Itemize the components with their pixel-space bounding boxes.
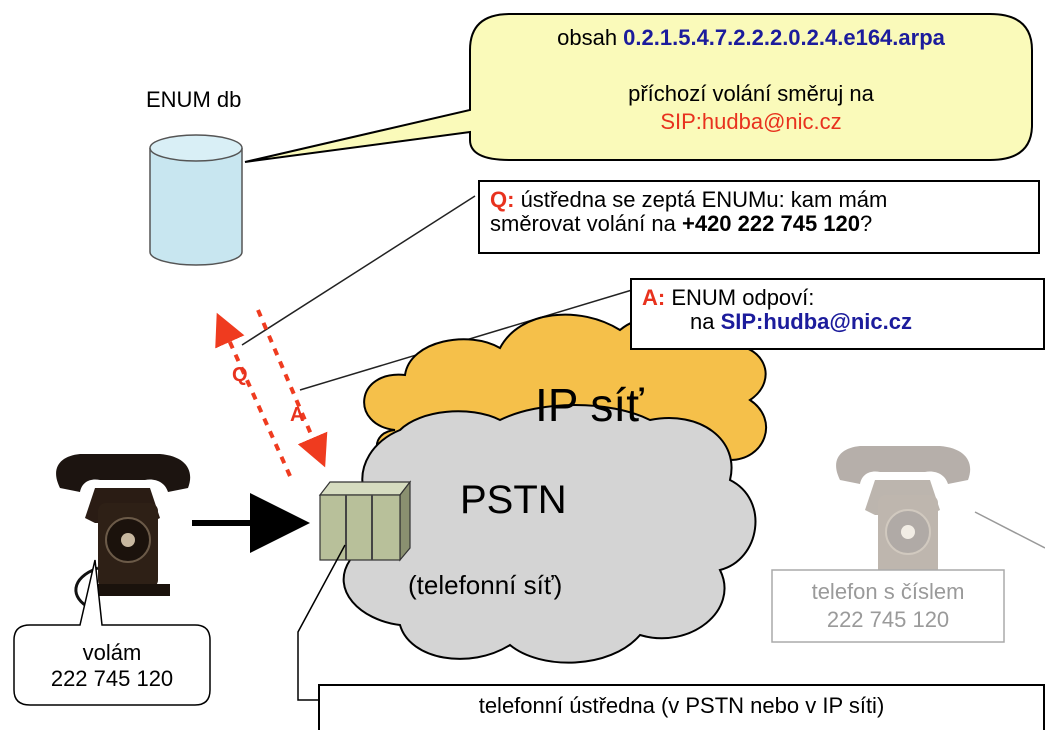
caller-callout [13, 559, 211, 706]
question-marker: Q: [490, 187, 515, 212]
query-arrow [215, 312, 292, 477]
answer-box: A: ENUM odpoví: na SIP:hudba@nic.cz [630, 278, 1045, 350]
question-text1: ústředna se zeptá ENUMu: kam mám [514, 187, 888, 212]
callee-line1: telefon s číslem [811, 579, 965, 604]
callee-label: telefon s číslem 222 745 120 [772, 578, 1004, 634]
question-text2: směrovat volání na [490, 211, 682, 236]
exchange-label-box: telefonní ústředna (v PSTN nebo v IP sít… [318, 684, 1045, 730]
pstn-sublabel: (telefonní síť) [408, 570, 563, 600]
caller-line1: volám [82, 640, 142, 665]
bubble-line1: obsah 0.2.1.5.4.7.2.2.2.0.2.4.e164.arpa [470, 24, 1032, 52]
callee-label-box [771, 569, 1005, 643]
bubble-prefix: obsah [557, 25, 624, 50]
question-line2: směrovat volání na +420 222 745 120? [490, 212, 1028, 236]
exchange-bracket [297, 544, 346, 701]
answer-text2: na [690, 309, 721, 334]
answer-sip-uri: SIP:hudba@nic.cz [720, 309, 912, 334]
pstn-label: PSTN [460, 478, 567, 522]
ip-network-label: IP síť [535, 379, 644, 431]
caller-phone-icon [56, 454, 191, 610]
enum-database-icon [149, 134, 243, 266]
question-suffix: ? [860, 211, 873, 236]
query-arrow-label: Q [232, 364, 248, 386]
answer-marker: A: [642, 285, 666, 310]
answer-line2: na SIP:hudba@nic.cz [642, 310, 1033, 334]
question-leader-line [241, 195, 476, 346]
callee-connector [974, 511, 1045, 549]
caller-label: volám 222 745 120 [14, 640, 210, 692]
answer-text1: ENUM odpoví: [665, 285, 815, 310]
callee-number: 222 745 120 [826, 607, 950, 632]
bubble-content: obsah 0.2.1.5.4.7.2.2.2.0.2.4.e164.arpa … [470, 24, 1032, 136]
caller-number: 222 745 120 [50, 666, 174, 691]
exchange-label: telefonní ústředna (v PSTN nebo v IP sít… [478, 693, 885, 718]
question-box: Q: ústředna se zeptá ENUMu: kam mám směr… [478, 180, 1040, 254]
answer-arrow [256, 309, 328, 468]
question-line1: Q: ústředna se zeptá ENUMu: kam mám [490, 188, 1028, 212]
enum-db-label: ENUM db [146, 87, 242, 112]
telephone-exchange-icon [318, 480, 412, 562]
answer-arrow-label: A [290, 404, 305, 426]
bubble-line2: příchozí volání směruj na [628, 81, 874, 106]
question-number: +420 222 745 120 [681, 211, 860, 236]
enum-response-bubble [244, 13, 1033, 163]
answer-line1: A: ENUM odpoví: [642, 286, 1033, 310]
enum-domain: 0.2.1.5.4.7.2.2.2.0.2.4.e164.arpa [623, 25, 945, 50]
callee-phone-icon [836, 446, 971, 588]
bubble-sip-uri: SIP:hudba@nic.cz [660, 109, 842, 134]
